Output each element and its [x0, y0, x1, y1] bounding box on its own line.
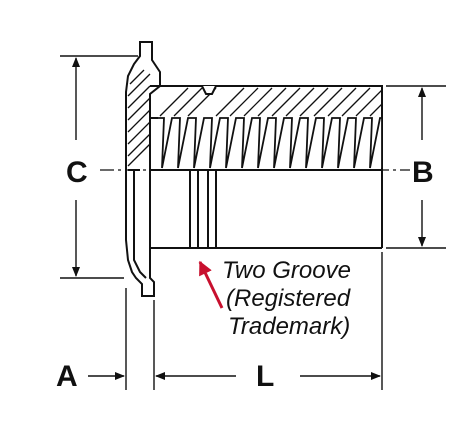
top-groove-notch: [201, 85, 217, 95]
two-grooves: [189, 170, 217, 248]
dimension-a-label: A: [56, 360, 78, 393]
dimension-a-lines: [88, 288, 155, 390]
callout-line-2: (Registered: [226, 285, 351, 312]
body-hatching: [159, 87, 383, 117]
callout-line-1: Two Groove: [222, 257, 351, 284]
dimension-b-lines: [386, 85, 446, 249]
flange-hatching: [127, 69, 151, 167]
dimension-b-label: B: [412, 156, 434, 189]
internal-threads: [158, 117, 383, 169]
callout-line-3: Trademark): [228, 313, 350, 340]
dimension-c-lines: [60, 55, 138, 279]
dimension-l-label: L: [256, 360, 274, 393]
dimension-c-label: C: [66, 156, 88, 189]
dimension-l-lines: [155, 252, 383, 390]
callout-arrow: [198, 260, 224, 309]
